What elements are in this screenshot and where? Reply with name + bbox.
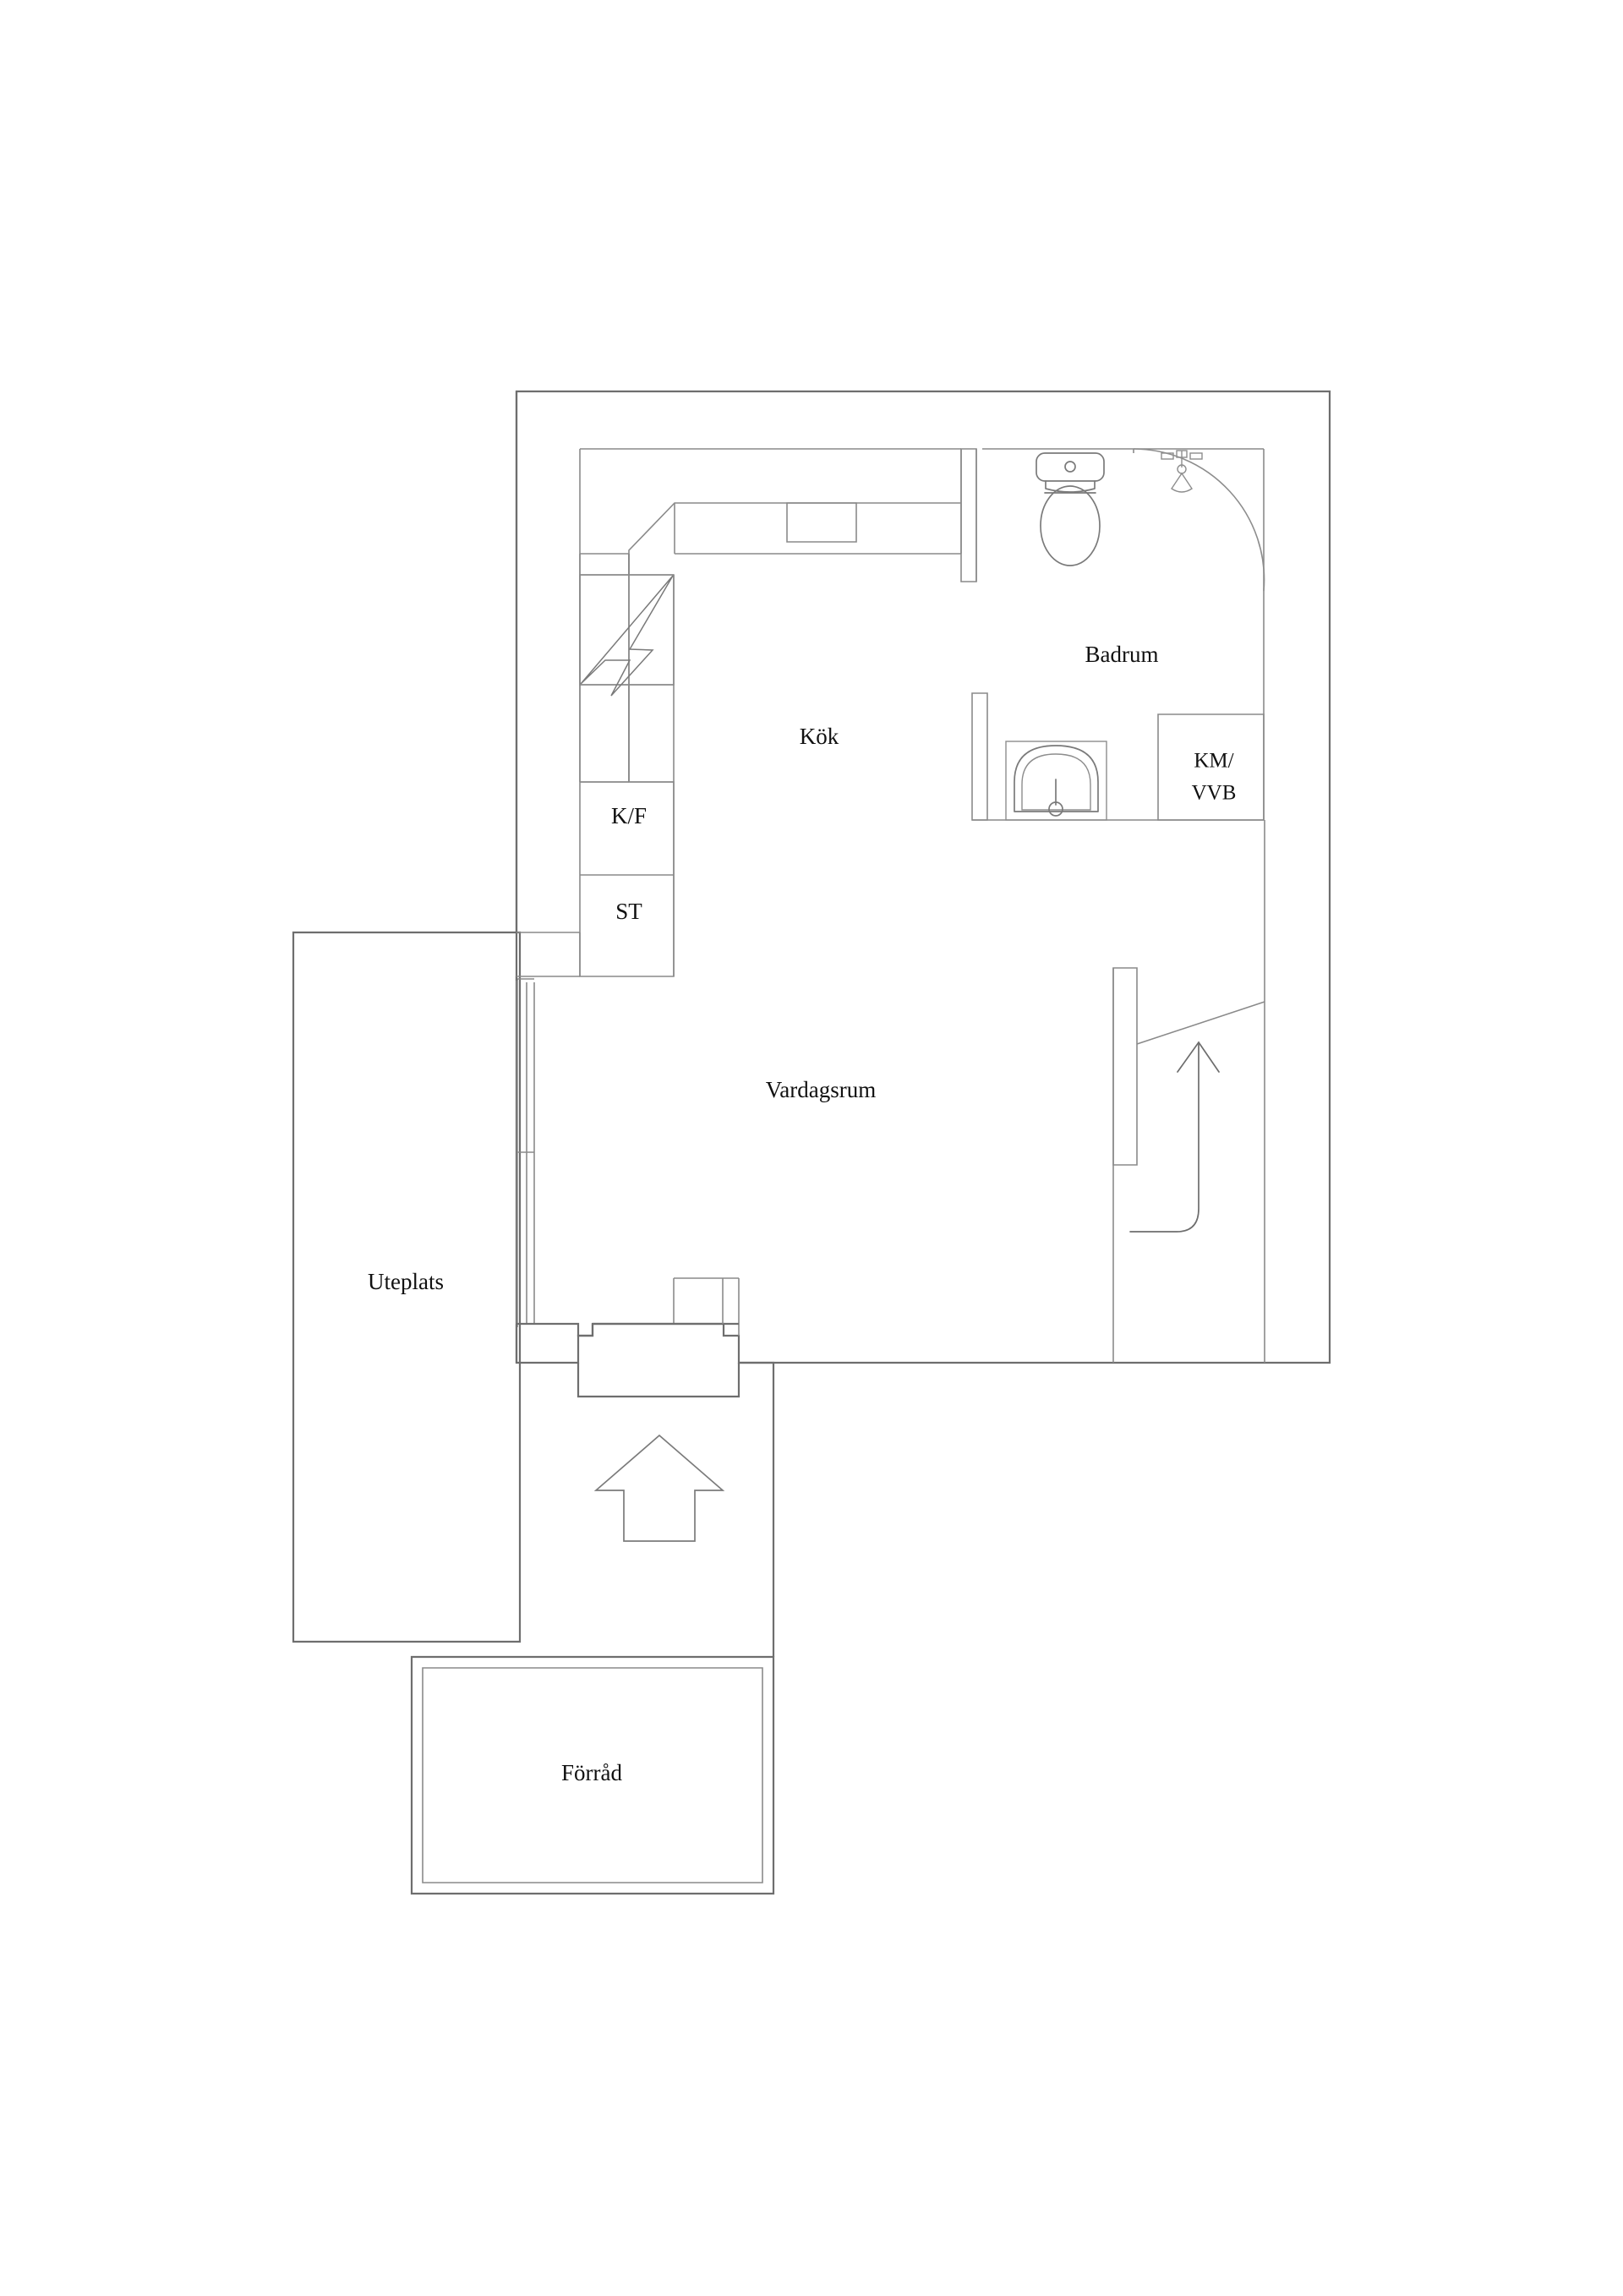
appliance-column bbox=[579, 554, 675, 977]
label-km-vvb-line1: KM/ bbox=[1194, 750, 1233, 773]
toilet-fixture bbox=[1036, 452, 1105, 566]
km-vvb-compartment bbox=[1157, 713, 1265, 821]
sliding-patio-door[interactable] bbox=[516, 978, 535, 1327]
entrance-direction-arrow bbox=[593, 1434, 725, 1542]
door-swing-arc bbox=[1133, 448, 1265, 592]
loft-stair-direction-arrow bbox=[1129, 1041, 1220, 1233]
uteplats-outline bbox=[292, 931, 522, 1643]
label-vardagsrum: Vardagsrum bbox=[766, 1077, 876, 1102]
label-badrum: Badrum bbox=[1085, 642, 1159, 667]
left-exterior-wall bbox=[515, 391, 594, 1363]
washbasin-fixture bbox=[1005, 741, 1107, 821]
label-st: ST bbox=[615, 899, 642, 924]
room-labels: Badrum Kök KM/ VVB K/F ST Vardagsrum Ute… bbox=[368, 642, 1236, 1785]
building-outline bbox=[515, 390, 1331, 1364]
label-forrad: Förråd bbox=[561, 1760, 622, 1785]
label-km-vvb-line2: VVB bbox=[1192, 782, 1237, 805]
label-kok: Kök bbox=[800, 724, 839, 749]
electrical-panel-symbol bbox=[580, 575, 674, 697]
shower-head-fixture bbox=[1161, 450, 1203, 493]
label-kf: K/F bbox=[611, 803, 647, 828]
forrad-outline bbox=[410, 1655, 775, 1895]
entry-platform bbox=[577, 1361, 775, 1657]
vardagsrum-features bbox=[593, 820, 1265, 1363]
label-uteplats: Uteplats bbox=[368, 1269, 444, 1294]
